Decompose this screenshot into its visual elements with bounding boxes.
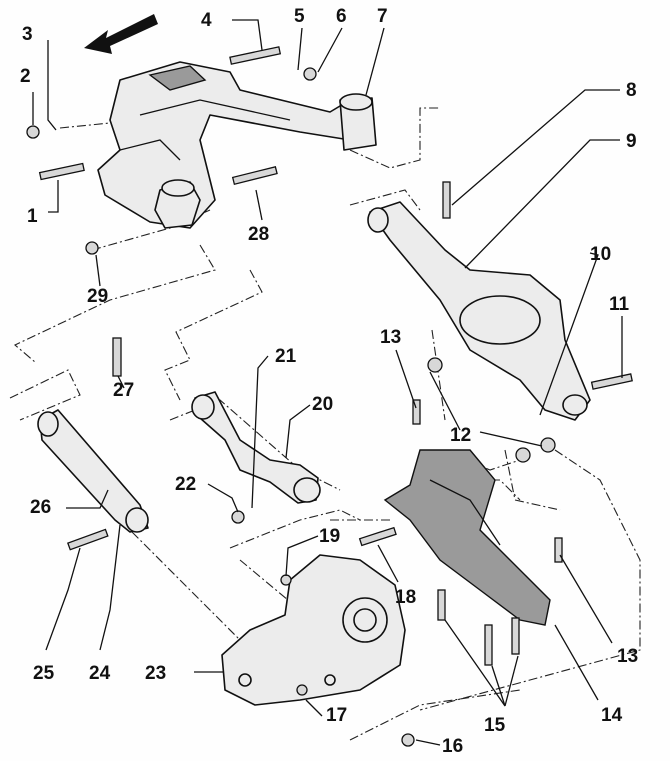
assembly-lines xyxy=(9,94,641,741)
trailing-link xyxy=(37,409,149,533)
callout-14: 14 xyxy=(601,705,623,726)
direction-arrow xyxy=(84,14,158,54)
subframe xyxy=(97,61,377,229)
callout-29: 29 xyxy=(87,286,108,307)
callout-27: 27 xyxy=(113,380,134,401)
callout-25: 25 xyxy=(33,663,55,684)
callout-24: 24 xyxy=(89,663,111,684)
callout-23: 23 xyxy=(145,663,166,684)
shield xyxy=(383,449,551,626)
lower-control-arm xyxy=(367,201,591,421)
callout-11: 11 xyxy=(609,294,630,315)
callout-6: 6 xyxy=(336,6,347,27)
callout-18: 18 xyxy=(395,587,416,608)
callout-20: 20 xyxy=(312,394,333,415)
callout-1: 1 xyxy=(27,206,38,227)
callout-9: 9 xyxy=(626,131,637,152)
callout-17: 17 xyxy=(326,705,347,726)
callout-15: 15 xyxy=(484,715,506,736)
callout-22: 22 xyxy=(175,474,196,495)
bolts xyxy=(26,46,633,747)
callout-26: 26 xyxy=(30,497,51,518)
callout-2: 2 xyxy=(20,66,31,87)
wheel-bearing-housing xyxy=(221,554,406,706)
callout-leaders xyxy=(32,19,623,746)
callout-16: 16 xyxy=(442,736,463,757)
callout-21: 21 xyxy=(275,346,297,367)
callouts: 1 2 3 4 5 6 7 8 9 10 11 12 13 13 14 15 1… xyxy=(20,6,638,757)
callout-8: 8 xyxy=(626,80,637,101)
callout-12: 12 xyxy=(450,425,471,446)
callout-28: 28 xyxy=(248,224,269,245)
callout-3: 3 xyxy=(22,24,33,45)
callout-13a: 13 xyxy=(380,327,401,348)
callout-7: 7 xyxy=(377,6,388,27)
callout-4: 4 xyxy=(201,10,212,31)
callout-10: 10 xyxy=(590,244,611,265)
callout-5: 5 xyxy=(294,6,305,27)
upper-link xyxy=(191,391,321,504)
callout-19: 19 xyxy=(319,526,340,547)
callout-13b: 13 xyxy=(617,646,638,667)
